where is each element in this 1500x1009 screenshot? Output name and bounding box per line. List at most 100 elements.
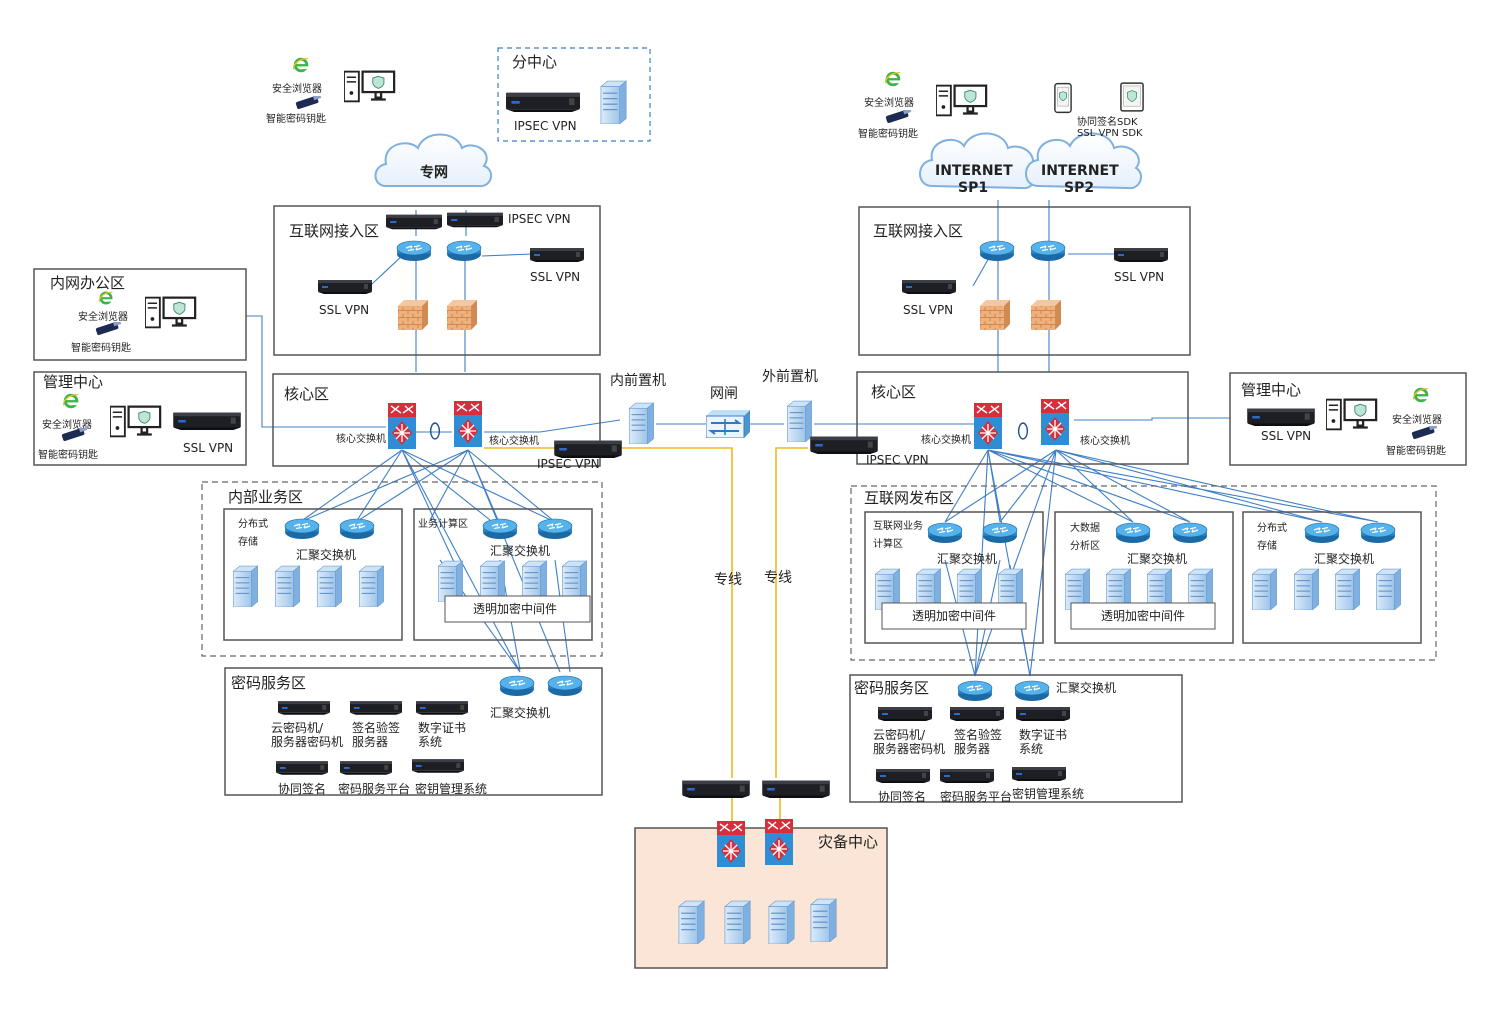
- inner-front-label: 内前置机: [610, 372, 666, 389]
- sign-verify-line1: 签名验签: [352, 720, 400, 735]
- router-icon: [1304, 522, 1340, 544]
- right-core-switch-label: 核心交换机: [921, 433, 971, 446]
- server-icon: [316, 565, 343, 607]
- link-aggregation-icon: [1017, 422, 1029, 440]
- pc-icon: [1326, 398, 1378, 431]
- vpn-appliance-icon: [1012, 767, 1066, 781]
- pc-icon: [110, 405, 162, 438]
- vpn-appliance-icon: [762, 780, 830, 798]
- bigdata-line1: 大数据: [1070, 521, 1100, 534]
- right-crypto-devices: 汇聚交换机 云密码机/ 服务器密码机 签名验签 服务器 数字证书 系统 协同签名…: [873, 680, 1116, 804]
- server-icon: [1334, 568, 1361, 610]
- core-switch-icon: [387, 402, 417, 450]
- router-icon: [482, 518, 518, 540]
- transparent-mw-box: [1070, 602, 1216, 630]
- smart-key-label: 智能密码钥匙: [1386, 444, 1446, 457]
- router-icon: [499, 675, 535, 697]
- right-ssl-right-label: SSL VPN: [1114, 270, 1164, 284]
- left-crypto-devices: 汇聚交换机 云密码机/ 服务器密码机 签名验签 服务器 数字证书 系统 协同签名…: [271, 675, 583, 796]
- firewall-icon: [447, 300, 477, 330]
- vpn-appliance-icon: [412, 759, 464, 773]
- ie-browser-icon: [1412, 387, 1430, 403]
- vpn-appliance-icon: [350, 701, 402, 715]
- top-left-client-group: 安全浏览器 智能密码钥匙: [266, 57, 396, 125]
- router-icon: [979, 240, 1015, 262]
- internal-biz-devices: 分布式 存储 汇聚交换机 业务计算区 汇聚交换机 透明加密中间件: [232, 517, 591, 623]
- leased-line-label-1: 专线: [714, 572, 742, 588]
- sdk-line1: 协同签名SDK: [1077, 115, 1138, 128]
- smart-key-label: 智能密码钥匙: [858, 127, 918, 140]
- vpn-appliance-icon: [276, 761, 328, 775]
- left-crypto-agg-label: 汇聚交换机: [490, 705, 550, 720]
- server-icon: [1251, 568, 1278, 610]
- server-icon: [1375, 568, 1402, 610]
- internet-publish-title: 互联网发布区: [864, 489, 954, 507]
- safe-browser-label: 安全浏览器: [42, 418, 92, 431]
- cloud-crypto-line1: 云密码机/: [271, 720, 324, 735]
- internal-biz-zone-box: [201, 481, 603, 657]
- zone-titles: 分中心 互联网接入区 互联网接入区 内网办公区 管理中心 核心区 核心区 管理中…: [43, 53, 1301, 851]
- core-switch-icon: [716, 820, 746, 868]
- internet-publish-devices: 互联网业务 计算区 汇聚交换机 透明加密中间件 大数据 分析区 汇聚交换机 透明…: [873, 519, 1402, 630]
- left-mgmt-devices: 安全浏览器 智能密码钥匙 SSL VPN: [38, 393, 241, 461]
- branch-ipsec-label: IPSEC VPN: [514, 119, 577, 133]
- vpn-appliance-icon: [340, 761, 392, 775]
- right-core-zone-box: [856, 371, 1189, 465]
- ie-browser-icon: [98, 291, 114, 305]
- cloud-crypto-line2: 服务器密码机: [873, 741, 945, 756]
- sp2-line1: INTERNET: [1041, 163, 1119, 179]
- server-icon: [274, 565, 301, 607]
- router-icon: [1172, 522, 1208, 544]
- crypto-platform-label: 密码服务平台: [940, 789, 1012, 804]
- inet-biz-compute-subbox: [864, 511, 1044, 644]
- intranet-office-title: 内网办公区: [50, 274, 125, 292]
- right-core-title: 核心区: [871, 383, 916, 401]
- firewall-icon: [980, 300, 1010, 330]
- safe-browser-label: 安全浏览器: [272, 82, 322, 95]
- left-ipsec-label: IPSEC VPN: [508, 212, 571, 226]
- cert-line2: 系统: [418, 735, 442, 749]
- right-ssl-left-label: SSL VPN: [903, 303, 953, 317]
- vpn-appliance-icon: [173, 412, 241, 430]
- server-icon: [232, 565, 259, 607]
- cloud-crypto-line1: 云密码机/: [873, 727, 926, 742]
- router-icon: [927, 522, 963, 544]
- left-internet-devices: IPSEC VPN SSL VPN SSL VPN: [318, 212, 584, 330]
- zone-boxes: [33, 47, 1467, 969]
- top-right-client-group: 安全浏览器 智能密码钥匙 协同签名SDK SSL VPN SDK: [858, 71, 1144, 140]
- sp1-line1: INTERNET: [935, 163, 1013, 179]
- co-sign-label: 协同签名: [278, 781, 326, 796]
- pc-icon: [145, 296, 197, 329]
- ie-browser-icon: [62, 393, 80, 409]
- vpn-appliance-icon: [810, 436, 878, 454]
- pc-icon: [344, 70, 396, 103]
- server-icon: [358, 565, 385, 607]
- bigdata-subbox: [1054, 511, 1234, 644]
- smart-key-label: 智能密码钥匙: [38, 448, 98, 461]
- internet-sp2-cloud-icon: INTERNET SP2: [1025, 132, 1143, 196]
- inet-biz-line1: 互联网业务: [873, 519, 923, 532]
- bigdata-transparent-mw-label: 透明加密中间件: [1101, 608, 1185, 623]
- smart-key-label: 智能密码钥匙: [266, 112, 326, 125]
- vpn-appliance-icon: [878, 707, 932, 721]
- left-crypto-zone-box: [224, 667, 603, 796]
- usb-key-icon: [885, 110, 912, 123]
- right-crypto-zone-box: [849, 674, 1183, 803]
- left-internet-title: 互联网接入区: [289, 222, 379, 240]
- vpn-appliance-icon: [386, 214, 442, 230]
- right-storage-line1: 分布式: [1257, 521, 1287, 534]
- bigdata-agg-label: 汇聚交换机: [1127, 551, 1187, 566]
- router-icon: [396, 240, 432, 262]
- server-icon: [628, 402, 655, 444]
- vpn-appliance-icon: [682, 780, 750, 798]
- left-mgmt-zone-box: [33, 371, 247, 466]
- server-icon: [768, 900, 795, 944]
- left-mgmt-ssl-label: SSL VPN: [183, 441, 233, 455]
- sdk-line2: SSL VPN SDK: [1077, 128, 1143, 139]
- intranet-office-clients: 安全浏览器 智能密码钥匙: [71, 291, 197, 354]
- left-mgmt-title: 管理中心: [43, 373, 103, 391]
- branch-devices: IPSEC VPN: [506, 80, 627, 133]
- router-icon: [1014, 680, 1050, 702]
- left-core-zone-box: [272, 373, 601, 467]
- transparent-mw-box: [881, 602, 1027, 630]
